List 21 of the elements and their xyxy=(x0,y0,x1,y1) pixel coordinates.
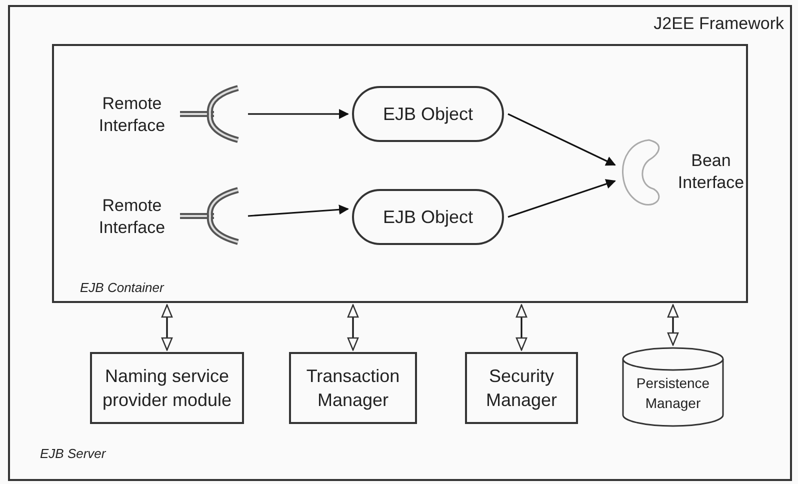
process-box: Naming service provider module xyxy=(90,352,244,424)
arrow xyxy=(347,304,359,351)
arrow xyxy=(516,304,528,351)
node-label: Remote Interface xyxy=(98,195,166,239)
container-box xyxy=(52,44,748,303)
arrow xyxy=(667,304,679,346)
frame-title: J2EE Framework xyxy=(654,13,784,35)
arrow xyxy=(248,109,349,119)
arrow xyxy=(161,304,173,351)
node-label: Bean Interface xyxy=(676,150,746,194)
arrow xyxy=(508,113,616,166)
arrow xyxy=(508,179,616,218)
node-label: Remote Interface xyxy=(98,93,166,137)
arrow xyxy=(248,204,349,217)
frame-label: EJB Server xyxy=(40,445,106,463)
process-box: EJB Object xyxy=(352,86,504,142)
process-box: EJB Object xyxy=(352,189,504,245)
server-frame xyxy=(8,5,792,481)
process-box: Transaction Manager xyxy=(289,352,417,424)
container-label: EJB Container xyxy=(80,279,164,297)
process-box: Security Manager xyxy=(465,352,578,424)
